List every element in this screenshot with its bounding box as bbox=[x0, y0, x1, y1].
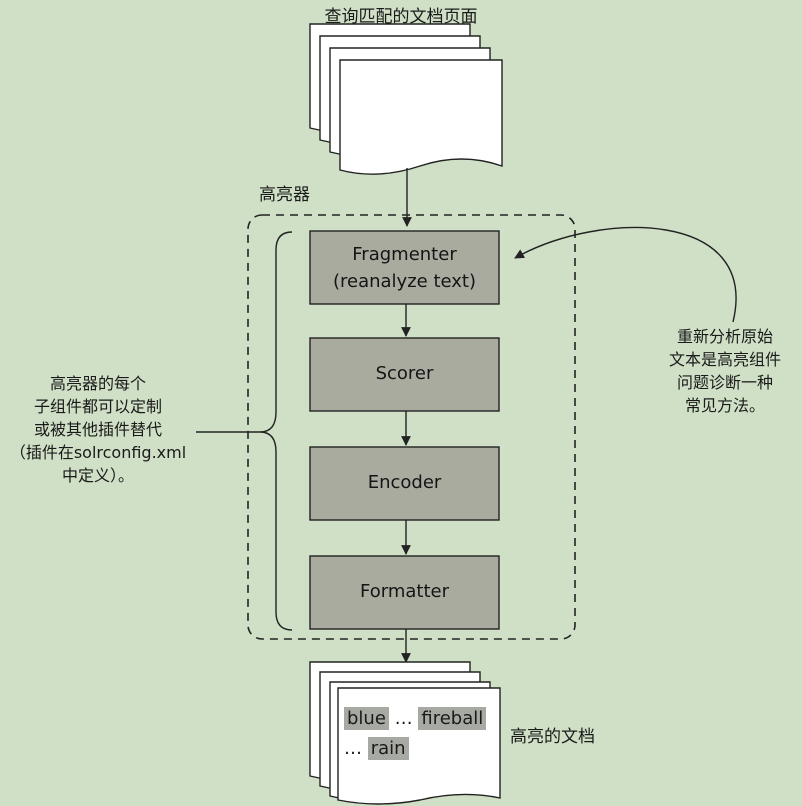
left-brace bbox=[259, 231, 293, 631]
input-documents-label: 查询匹配的文档页面 bbox=[324, 7, 478, 27]
fragmenter-label: Fragmenter (reanalyze text) bbox=[332, 244, 476, 292]
highlight-fireball: fireball bbox=[418, 707, 487, 730]
highlighted-snippet: blue … fireball … rain bbox=[344, 704, 487, 764]
highlight-blue: blue bbox=[344, 707, 389, 730]
formatter-label: Formatter bbox=[360, 581, 449, 602]
scorer-box bbox=[309, 337, 500, 412]
highlighter-label: 高亮器 bbox=[259, 185, 310, 205]
highlight-rain: rain bbox=[367, 737, 409, 760]
encoder-label: Encoder bbox=[367, 472, 442, 493]
left-note: 高亮器的每个 子组件都可以定制 或被其他插件替代 （插件在solrconfig.… bbox=[9, 374, 187, 485]
fragmenter-box bbox=[309, 230, 500, 305]
scorer-label: Scorer bbox=[375, 363, 434, 384]
encoder-box bbox=[309, 446, 500, 521]
curved-arrow bbox=[514, 226, 737, 323]
formatter-box bbox=[309, 555, 500, 630]
right-note: 重新分析原始 文本是高亮组件 问题诊断一种 常见方法。 bbox=[668, 327, 781, 415]
input-document-stack bbox=[309, 23, 503, 175]
highlighter-container bbox=[247, 214, 576, 640]
output-documents-label: 高亮的文档 bbox=[510, 727, 595, 747]
stage-boxes bbox=[309, 230, 500, 630]
